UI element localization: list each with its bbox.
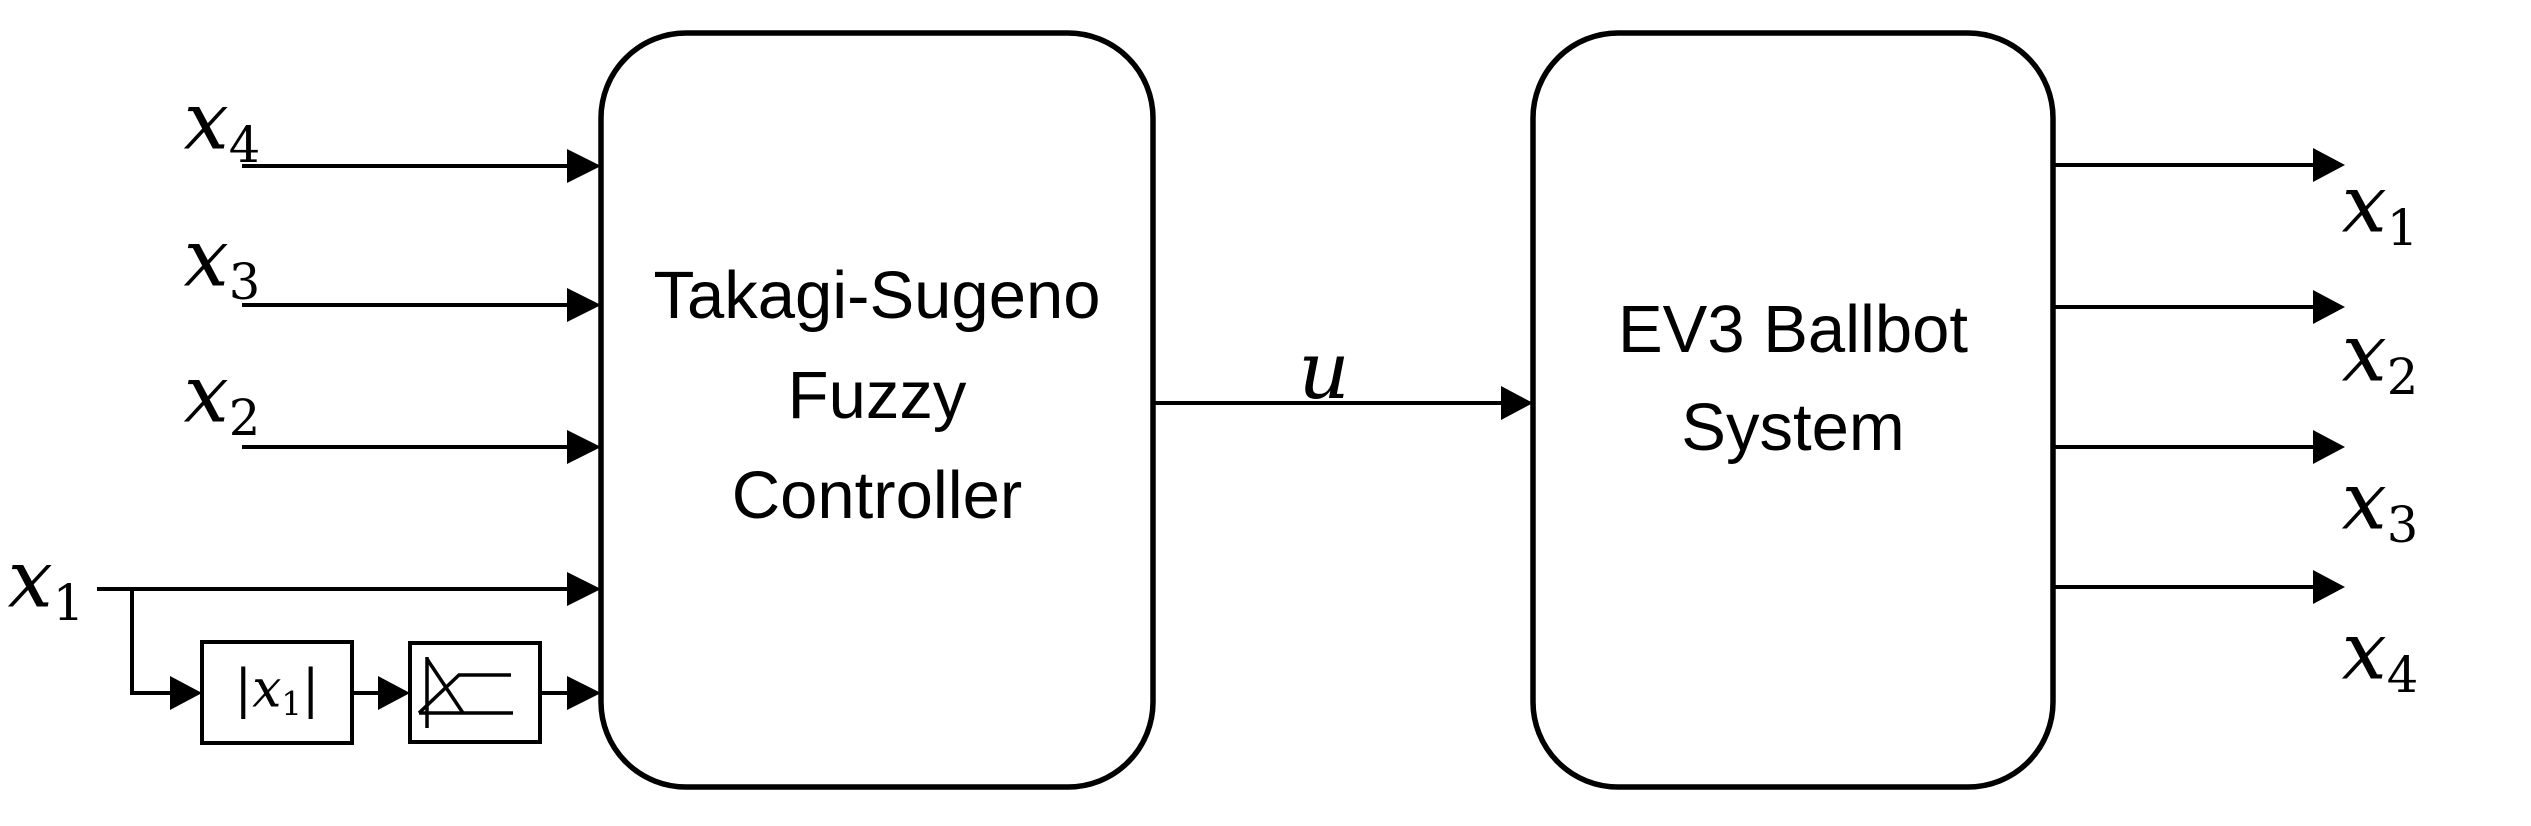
label-output-x4: x4: [2342, 611, 2419, 704]
membership-function-block-outline: [408, 641, 542, 744]
label-output-x3-sub: 3: [2386, 495, 2419, 554]
label-input-x2-base: x: [183, 347, 229, 441]
label-input-x2: x2: [184, 354, 261, 447]
plant-block: [1530, 30, 2056, 790]
abs-close-bar: |: [301, 659, 320, 720]
label-input-x3-base: x: [183, 211, 229, 305]
label-input-x4-base: x: [183, 74, 229, 168]
label-input-x4: x4: [184, 81, 261, 174]
arrow-output-x1: [2053, 148, 2345, 182]
label-output-x1-base: x: [2341, 157, 2387, 251]
controller-label-line2: Fuzzy: [787, 358, 967, 433]
plant-block-outline: [1530, 30, 2056, 790]
controller-block-outline: [598, 30, 1156, 790]
branch-x1-to-abs: [130, 589, 202, 710]
arrow-output-x3: [2053, 430, 2345, 464]
label-output-x2-base: x: [2341, 306, 2387, 400]
plant-label-line2: System: [1681, 390, 1905, 465]
label-output-x3: x3: [2342, 461, 2419, 554]
label-input-x3-sub: 3: [228, 252, 261, 311]
label-control-u: u: [1298, 331, 1350, 411]
label-output-x4-sub: 4: [2386, 645, 2419, 704]
label-input-x3: x3: [184, 218, 261, 311]
abs-open-bar: |: [234, 659, 253, 720]
arrow-control-u: [1153, 386, 1533, 420]
controller-label-line3: Controller: [731, 458, 1023, 533]
label-output-x2: x2: [2342, 313, 2419, 406]
label-output-x4-base: x: [2341, 604, 2387, 698]
controller-label-line1: Takagi-Sugeno: [653, 258, 1101, 333]
label-output-x2-sub: 2: [2386, 347, 2419, 406]
label-input-x1: x1: [8, 539, 85, 632]
arrow-input-x4: [242, 149, 601, 183]
plant-block-label: EV3 Ballbot System: [1533, 281, 2053, 477]
label-output-x1-sub: 1: [2386, 198, 2419, 257]
membership-function-icon: [417, 657, 513, 728]
abs-sub: 1: [281, 685, 302, 724]
abs-base: x: [252, 659, 282, 720]
arrow-abs-to-mf: [352, 676, 410, 710]
plant-label-line1: EV3 Ballbot: [1617, 292, 1969, 367]
arrow-output-x2: [2053, 290, 2345, 324]
arrow-mf-to-controller: [540, 676, 601, 710]
label-output-x1: x1: [2342, 164, 2419, 257]
label-input-x2-sub: 2: [228, 388, 261, 447]
abs-value-block: [200, 640, 354, 745]
arrow-input-x1: [97, 572, 601, 606]
membership-function-block: [408, 641, 542, 744]
controller-block-label: Takagi-Sugeno Fuzzy Controller: [601, 246, 1153, 546]
label-control-u-base: u: [1298, 324, 1350, 417]
arrow-output-x4: [2053, 570, 2345, 604]
label-input-x1-base: x: [7, 532, 53, 626]
label-output-x3-base: x: [2341, 454, 2387, 548]
label-input-x1-sub: 1: [52, 573, 85, 632]
arrow-input-x2: [242, 430, 601, 464]
label-input-x4-sub: 4: [228, 115, 261, 174]
arrow-input-x3: [242, 288, 601, 322]
controller-block: [598, 30, 1156, 790]
abs-value-block-label: |x1|: [235, 664, 320, 721]
abs-value-block-outline: [200, 640, 354, 745]
